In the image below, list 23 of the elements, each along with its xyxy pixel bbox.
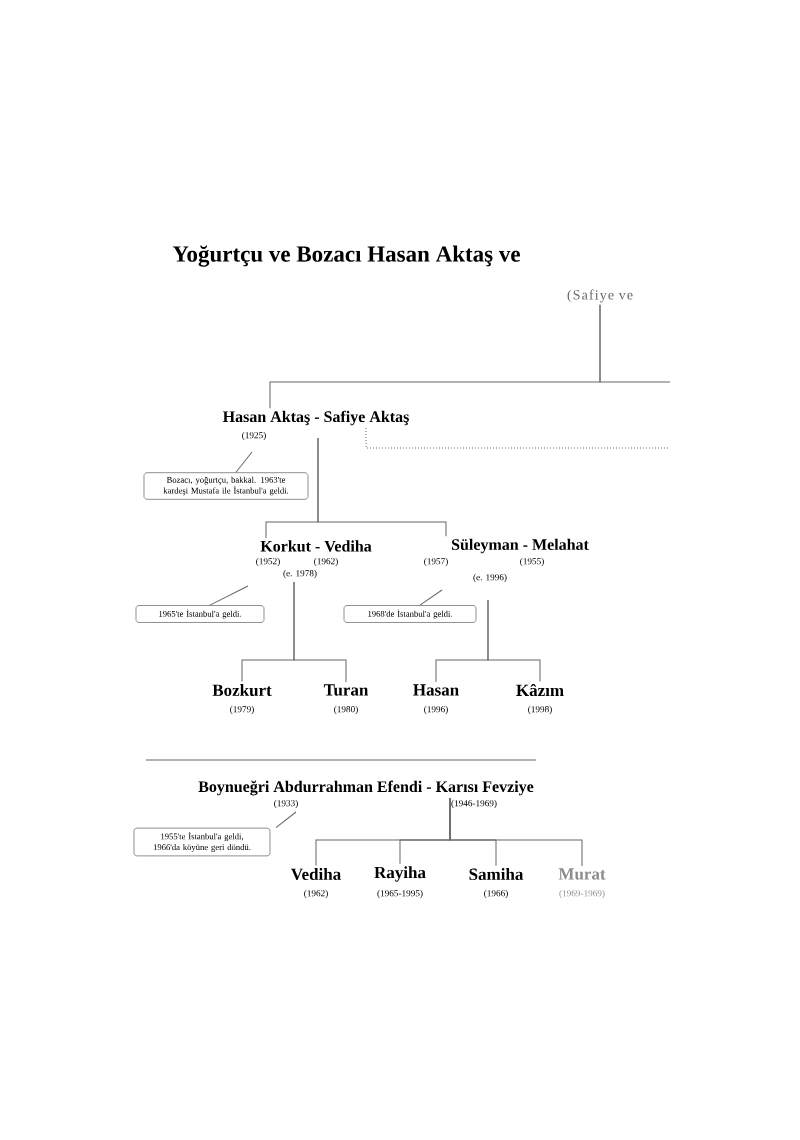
tree-line: [365, 427, 671, 449]
person-name: Murat: [558, 868, 606, 880]
tree-line: [449, 797, 583, 867]
title: Yoğurtçu ve Bozacı Hasan Aktaş ve: [172, 245, 520, 267]
tree-line: [487, 599, 541, 683]
tree-line: [599, 304, 671, 383]
tree-line: [317, 437, 447, 537]
person-name: Hasan: [413, 684, 459, 696]
leader-line: [235, 451, 253, 473]
person-name: Turan: [323, 684, 369, 696]
person-name: Kâzım: [516, 683, 564, 697]
person-name: Bozkurt: [212, 684, 272, 696]
leader-line: [275, 811, 297, 829]
couple-name: Boynueğri Abdurrahman Efendi - Karısı Fevziye: [198, 780, 534, 796]
person-name: Samiha: [469, 868, 524, 880]
person-name: Rayiha: [374, 866, 426, 882]
couple-name: Süleyman - Melahat: [451, 538, 589, 554]
person-name: Vediha: [291, 868, 341, 881]
couple-name: Korkut - Vediha: [260, 540, 372, 552]
couple-name: Hasan Aktaş - Safiye Aktaş: [222, 410, 409, 426]
leader-line: [419, 589, 443, 606]
tree-line: [293, 581, 347, 683]
leader-line: [209, 585, 249, 606]
